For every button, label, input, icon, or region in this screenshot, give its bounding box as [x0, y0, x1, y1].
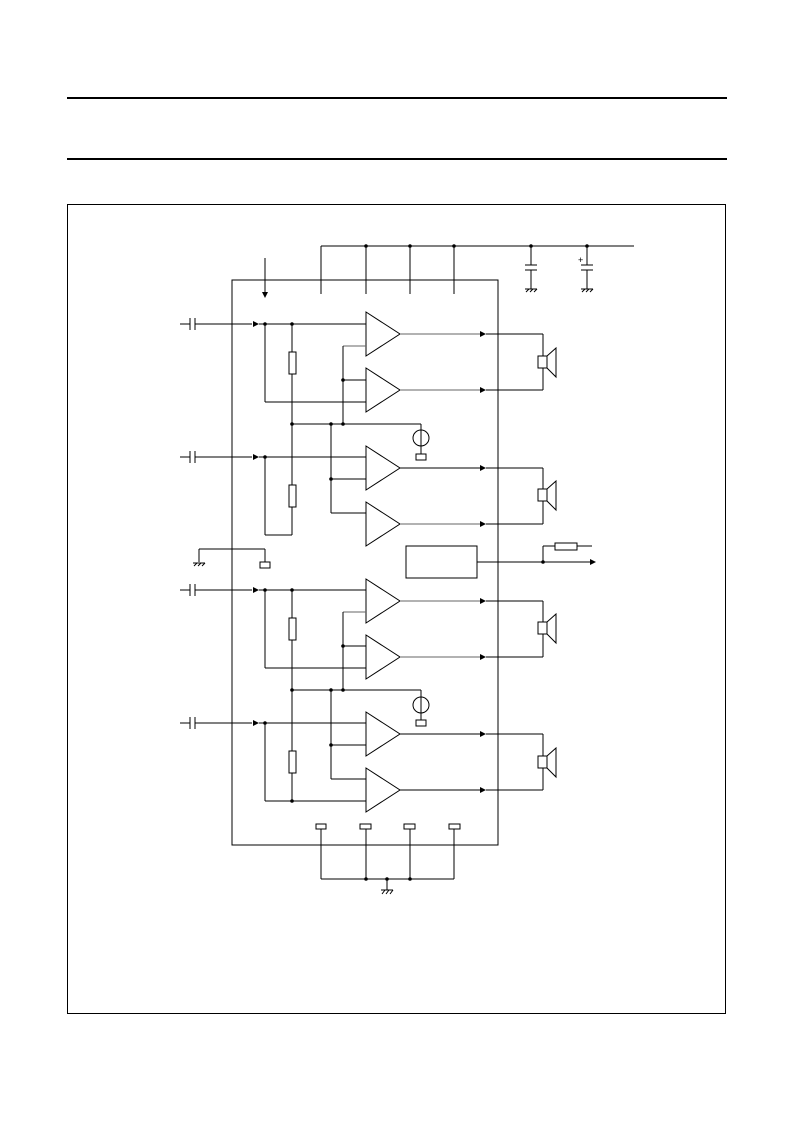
- supply-capacitor-1: [525, 246, 538, 293]
- amplifier: [365, 578, 401, 624]
- bias-resistor: [288, 617, 297, 641]
- speaker-icon: [537, 346, 557, 379]
- header-rule-bottom: [67, 158, 727, 160]
- amplifier: [365, 501, 401, 547]
- supply-rail: [320, 244, 634, 294]
- channel-3: [180, 578, 557, 690]
- amplifier: [365, 767, 401, 813]
- speaker-icon: [537, 479, 557, 512]
- bias-resistor: [288, 750, 297, 774]
- amplifier: [365, 711, 401, 757]
- channel-4: [180, 690, 557, 813]
- amplifier: [365, 634, 401, 680]
- bias-resistor: [288, 484, 297, 508]
- supply-capacitor-2: +: [578, 246, 594, 293]
- speaker-icon: [537, 612, 557, 645]
- pullup-resistor: [554, 542, 578, 551]
- channel-2: [180, 424, 557, 547]
- amplifier: [365, 367, 401, 413]
- channel-1: [180, 311, 557, 424]
- figure-frame: [67, 204, 726, 1014]
- reference-node-upper: [290, 422, 430, 461]
- pin-pad: [415, 453, 427, 461]
- amplifier: [365, 445, 401, 491]
- bias-resistor: [288, 351, 297, 375]
- pin-pad: [415, 719, 427, 727]
- standby-input: [262, 258, 268, 298]
- signal-ground: [193, 548, 271, 569]
- polarity-mark: +: [578, 255, 583, 265]
- amplifier: [365, 311, 401, 357]
- header-rule-top: [67, 97, 727, 99]
- speaker-icon: [537, 746, 557, 779]
- diagnostic-block: [405, 542, 596, 579]
- reference-node-lower: [290, 688, 430, 727]
- pin-pad: [259, 561, 271, 569]
- power-ground: [315, 823, 461, 895]
